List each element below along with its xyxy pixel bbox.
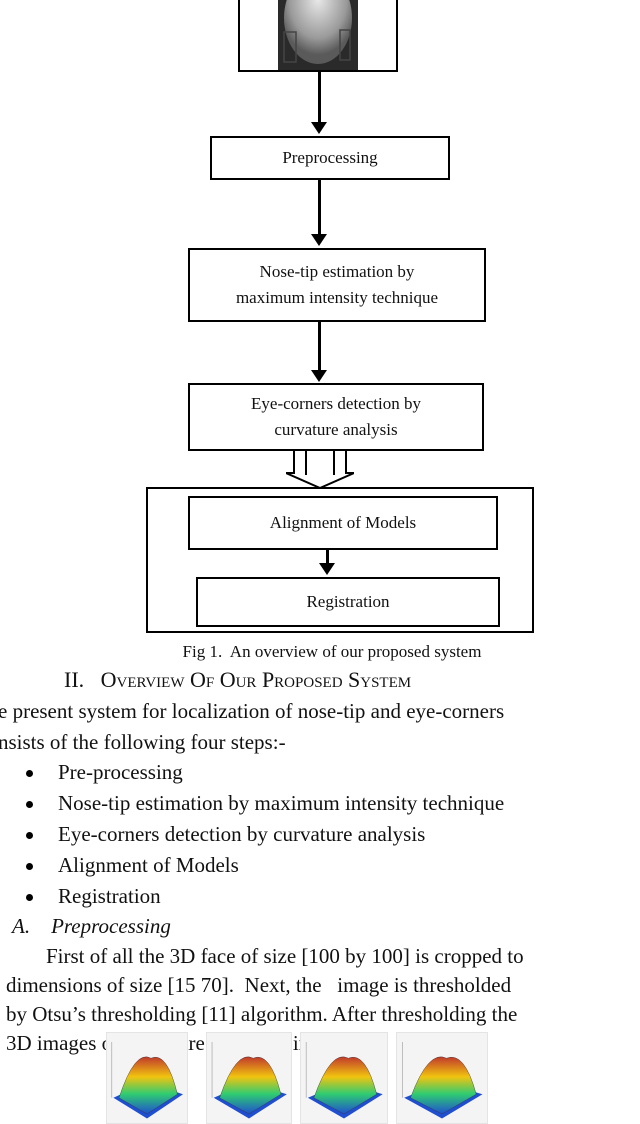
- intro-text-line: e present system for localization of nos…: [0, 699, 505, 723]
- bullet-icon: [26, 863, 33, 870]
- arrow-down-icon: [311, 370, 327, 382]
- flow-step-nose-tip: Nose-tip estimation by maximum intensity…: [188, 248, 486, 322]
- flow-step-eye-corners: Eye-corners detection by curvature analy…: [188, 383, 484, 451]
- flow-step-label: Registration: [306, 592, 390, 611]
- section-heading: II. Overview Of Our Proposed System: [64, 667, 412, 692]
- hollow-arrow-icon: [286, 451, 354, 489]
- bullet-icon: [26, 894, 33, 901]
- bullet-icon: [26, 832, 33, 839]
- surface-plot-icon: [402, 1042, 483, 1119]
- arrow-down-icon: [311, 234, 327, 246]
- list-item-label: Pre-processing: [58, 760, 183, 784]
- figure-caption: Fig 1. An overview of our proposed syste…: [182, 642, 482, 661]
- flow-step-preprocessing: Preprocessing: [210, 136, 450, 180]
- surface-plot-icon: [211, 1042, 287, 1119]
- list-item-label: Alignment of Models: [58, 853, 239, 877]
- paragraph-line: by Otsu’s thresholding [11] algorithm. A…: [6, 1002, 518, 1026]
- face-image: [238, 0, 398, 72]
- intro-text-line: nsists of the following four steps:-: [0, 730, 286, 754]
- flow-step-label: Alignment of Models: [269, 513, 417, 532]
- surface-plot-thumbnail: [396, 1032, 488, 1124]
- alignment-registration-group: [146, 487, 534, 633]
- list-item-label: Nose-tip estimation by maximum intensity…: [58, 791, 505, 815]
- surface-plot-icon: [111, 1042, 183, 1119]
- bullet-icon: [26, 770, 33, 777]
- surface-plot-thumbnail: [206, 1032, 292, 1124]
- flow-step-label: Eye-corners detection by curvature analy…: [251, 394, 421, 439]
- bullet-icon: [26, 801, 33, 808]
- flow-step-alignment: Alignment of Models: [188, 496, 498, 550]
- arrow-down-icon: [311, 122, 327, 134]
- surface-plot-thumbnail: [300, 1032, 388, 1124]
- paragraph-line: First of all the 3D face of size [100 by…: [46, 944, 524, 968]
- arrow-down-icon: [319, 563, 335, 575]
- subsection-heading: A. Preprocessing: [12, 914, 171, 938]
- surface-plot-thumbnail: [106, 1032, 188, 1124]
- flow-step-registration: Registration: [196, 577, 500, 627]
- surface-plot-icon: [305, 1042, 383, 1119]
- flow-step-label: Preprocessing: [282, 148, 378, 167]
- paragraph-line: dimensions of size [15 70]. Next, the im…: [6, 973, 512, 997]
- list-item-label: Registration: [58, 884, 161, 908]
- list-item-label: Eye-corners detection by curvature analy…: [58, 822, 426, 846]
- flow-step-label: Nose-tip estimation by maximum intensity…: [235, 262, 439, 307]
